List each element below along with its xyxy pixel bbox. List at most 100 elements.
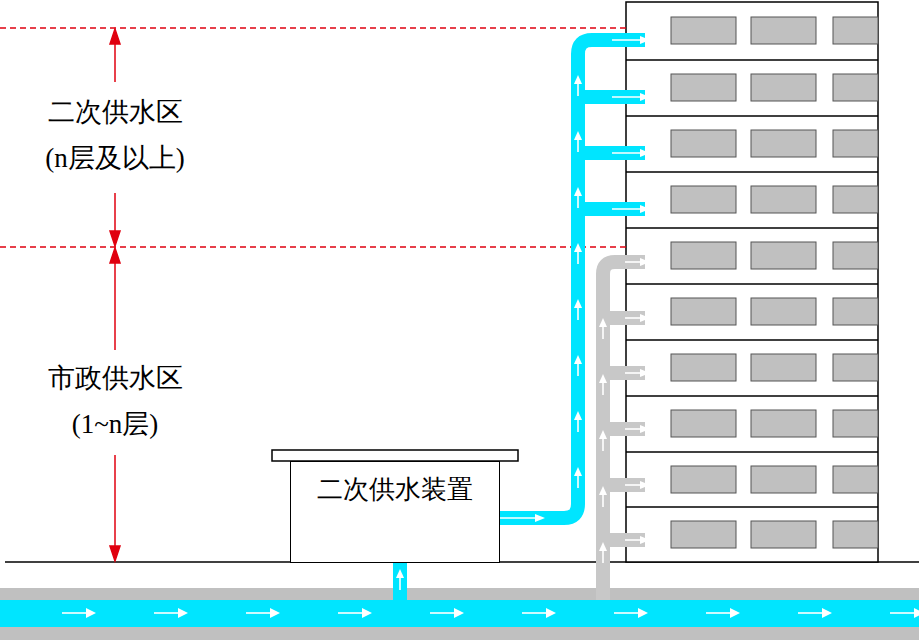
flow-arrow-head <box>362 608 372 618</box>
window <box>751 130 816 157</box>
flow-arrow <box>62 612 88 614</box>
flow-arrow-head <box>599 318 607 327</box>
window <box>751 521 816 548</box>
window <box>833 410 878 437</box>
zone-boundary <box>0 246 626 248</box>
zone-label: 二次供水区 <box>45 96 186 128</box>
flow-arrow-head <box>640 536 650 544</box>
floor-line <box>626 451 878 453</box>
flow-arrow-head <box>640 481 650 489</box>
window <box>833 17 878 44</box>
device-box: 二次供水装置 <box>290 461 500 563</box>
flow-arrow-head <box>640 36 650 44</box>
flow-arrow <box>154 612 180 614</box>
flow-arrow-head <box>535 514 545 522</box>
flow-arrow-head <box>574 243 582 252</box>
window <box>833 521 878 548</box>
floor-line <box>626 395 878 397</box>
window <box>671 130 736 157</box>
flow-arrow <box>430 612 456 614</box>
window <box>671 354 736 381</box>
flow-arrow-head <box>640 314 650 322</box>
flow-arrow <box>246 612 272 614</box>
floor-line <box>626 171 878 173</box>
window <box>833 242 878 269</box>
zone-boundary <box>0 27 626 29</box>
flow-arrow <box>614 612 640 614</box>
flow-arrow-head <box>638 608 648 618</box>
window <box>671 521 736 548</box>
window <box>671 298 736 325</box>
floor-line <box>626 283 878 285</box>
flow-arrow-head <box>822 608 832 618</box>
window <box>751 354 816 381</box>
flow-arrow-head <box>599 374 607 383</box>
flow-arrow-head <box>599 542 607 551</box>
floor-line <box>626 506 878 508</box>
flow-arrow-head <box>396 569 404 578</box>
flow-arrow-head <box>640 205 650 213</box>
flow-arrow-head <box>86 608 96 618</box>
window <box>671 466 736 493</box>
flow-arrow <box>798 612 824 614</box>
zone-label: (n层及以上) <box>42 142 187 174</box>
flow-arrow <box>890 612 916 614</box>
window <box>671 410 736 437</box>
window <box>751 410 816 437</box>
floor-line <box>626 115 878 117</box>
window <box>671 17 736 44</box>
window <box>751 242 816 269</box>
window <box>671 242 736 269</box>
flow-arrow-head <box>574 299 582 308</box>
municipal-riser <box>603 262 645 600</box>
flow-arrow-head <box>599 486 607 495</box>
device-roof <box>272 450 518 461</box>
flow-arrow-head <box>574 187 582 196</box>
flow-arrow-head <box>574 75 582 84</box>
flow-arrow-head <box>178 608 188 618</box>
window <box>751 466 816 493</box>
flow-arrow-head <box>640 258 650 266</box>
main-pipe-wall <box>0 588 919 640</box>
flow-arrow-head <box>730 608 740 618</box>
flow-arrow-head <box>454 608 464 618</box>
window <box>833 186 878 213</box>
zone-label: 市政供水区 <box>45 362 186 394</box>
zone-label: (1~n层) <box>69 408 162 440</box>
flow-arrow-head <box>640 149 650 157</box>
window <box>833 354 878 381</box>
window <box>833 130 878 157</box>
flow-arrow-head <box>270 608 280 618</box>
flow-arrow <box>338 612 364 614</box>
flow-arrow-head <box>640 93 650 101</box>
flow-arrow-head <box>574 467 582 476</box>
flow-arrow <box>522 612 548 614</box>
window <box>751 74 816 101</box>
flow-arrow <box>706 612 732 614</box>
flow-arrow-head <box>574 411 582 420</box>
window <box>751 17 816 44</box>
flow-arrows <box>62 608 919 618</box>
floor-line <box>626 339 878 341</box>
device-label: 二次供水装置 <box>291 462 499 507</box>
window <box>751 186 816 213</box>
flow-arrow-head <box>574 355 582 364</box>
window <box>833 466 878 493</box>
floor-line <box>626 59 878 61</box>
flow-arrow-head <box>574 131 582 140</box>
floor-line <box>626 227 878 229</box>
building-floors <box>626 17 878 548</box>
window <box>671 74 736 101</box>
main-pipe-water <box>0 600 919 627</box>
flow-arrow-head <box>640 425 650 433</box>
flow-arrow-head <box>546 608 556 618</box>
window <box>671 186 736 213</box>
building <box>626 2 878 562</box>
flow-arrow-head <box>599 430 607 439</box>
flow-arrow-head <box>640 369 650 377</box>
window <box>833 298 878 325</box>
window <box>751 298 816 325</box>
flow-arrow-head <box>914 608 919 618</box>
window <box>833 74 878 101</box>
